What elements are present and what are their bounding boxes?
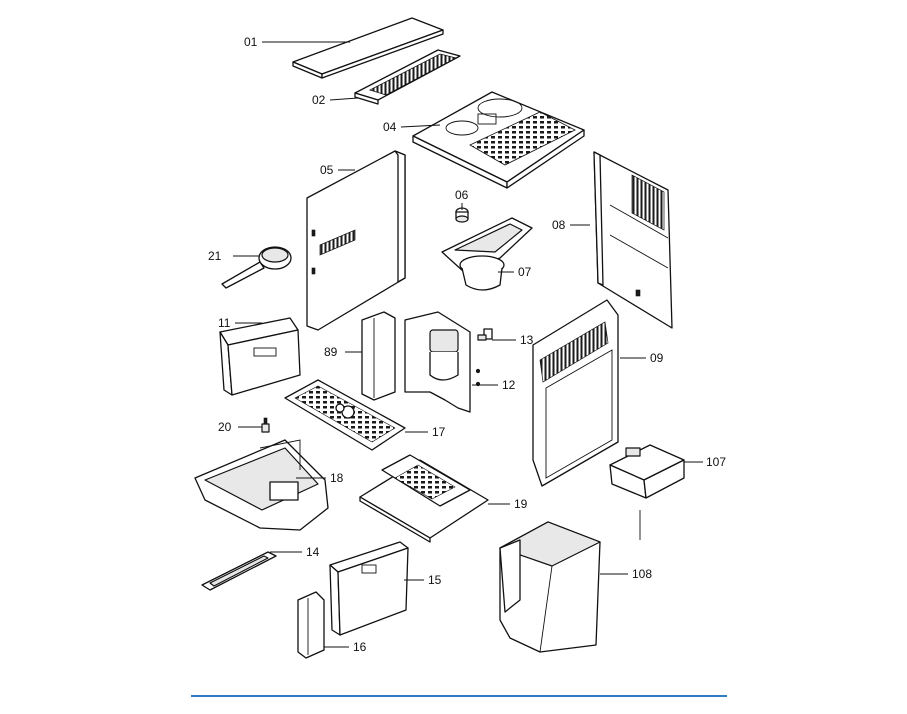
part-21-scoop bbox=[221, 246, 292, 289]
label-12: 12 bbox=[502, 378, 516, 392]
part-12-bracket bbox=[404, 311, 481, 413]
part-15-container bbox=[329, 541, 409, 636]
label-107: 107 bbox=[706, 455, 726, 469]
part-18-drip-tray bbox=[194, 439, 329, 531]
leader-lines bbox=[233, 41, 703, 648]
label-02: 02 bbox=[312, 93, 326, 107]
part-107-small-tank bbox=[609, 444, 685, 540]
part-06-knob bbox=[455, 207, 469, 223]
part-05-left-side-panel bbox=[306, 150, 406, 331]
part-14-rail bbox=[201, 551, 277, 591]
label-14: 14 bbox=[306, 545, 320, 559]
label-08: 08 bbox=[552, 218, 566, 232]
label-20: 20 bbox=[218, 420, 232, 434]
part-17-drip-grille bbox=[284, 379, 406, 451]
label-04: 04 bbox=[383, 120, 397, 134]
part-labels: 01 02 04 05 06 07 08 09 11 12 13 14 15 1… bbox=[208, 35, 726, 654]
label-108: 108 bbox=[632, 567, 652, 581]
label-05: 05 bbox=[320, 163, 334, 177]
part-09-front-panel bbox=[532, 299, 619, 487]
part-16-side-plate bbox=[297, 591, 325, 659]
part-01-top-lid bbox=[292, 17, 444, 79]
label-89: 89 bbox=[324, 345, 338, 359]
part-04-top-frame bbox=[412, 91, 585, 189]
part-19-filter-tray bbox=[359, 454, 489, 543]
part-07-funnel bbox=[441, 217, 533, 291]
part-20-screw bbox=[261, 417, 270, 433]
label-13: 13 bbox=[520, 333, 534, 347]
label-19: 19 bbox=[514, 497, 528, 511]
label-01: 01 bbox=[244, 35, 258, 49]
label-15: 15 bbox=[428, 573, 442, 587]
part-11-container bbox=[219, 317, 301, 396]
label-11: 11 bbox=[218, 316, 231, 330]
label-21: 21 bbox=[208, 249, 222, 263]
part-108-water-tank bbox=[499, 521, 601, 653]
part-02-grille-cover bbox=[354, 49, 461, 105]
label-07: 07 bbox=[518, 265, 532, 279]
part-89-column bbox=[361, 311, 396, 401]
label-18: 18 bbox=[330, 471, 344, 485]
part-08-right-side-panel bbox=[593, 151, 673, 329]
label-09: 09 bbox=[650, 351, 664, 365]
label-16: 16 bbox=[353, 640, 367, 654]
label-06: 06 bbox=[455, 188, 469, 202]
part-13-clip bbox=[477, 328, 493, 341]
label-17: 17 bbox=[432, 425, 446, 439]
